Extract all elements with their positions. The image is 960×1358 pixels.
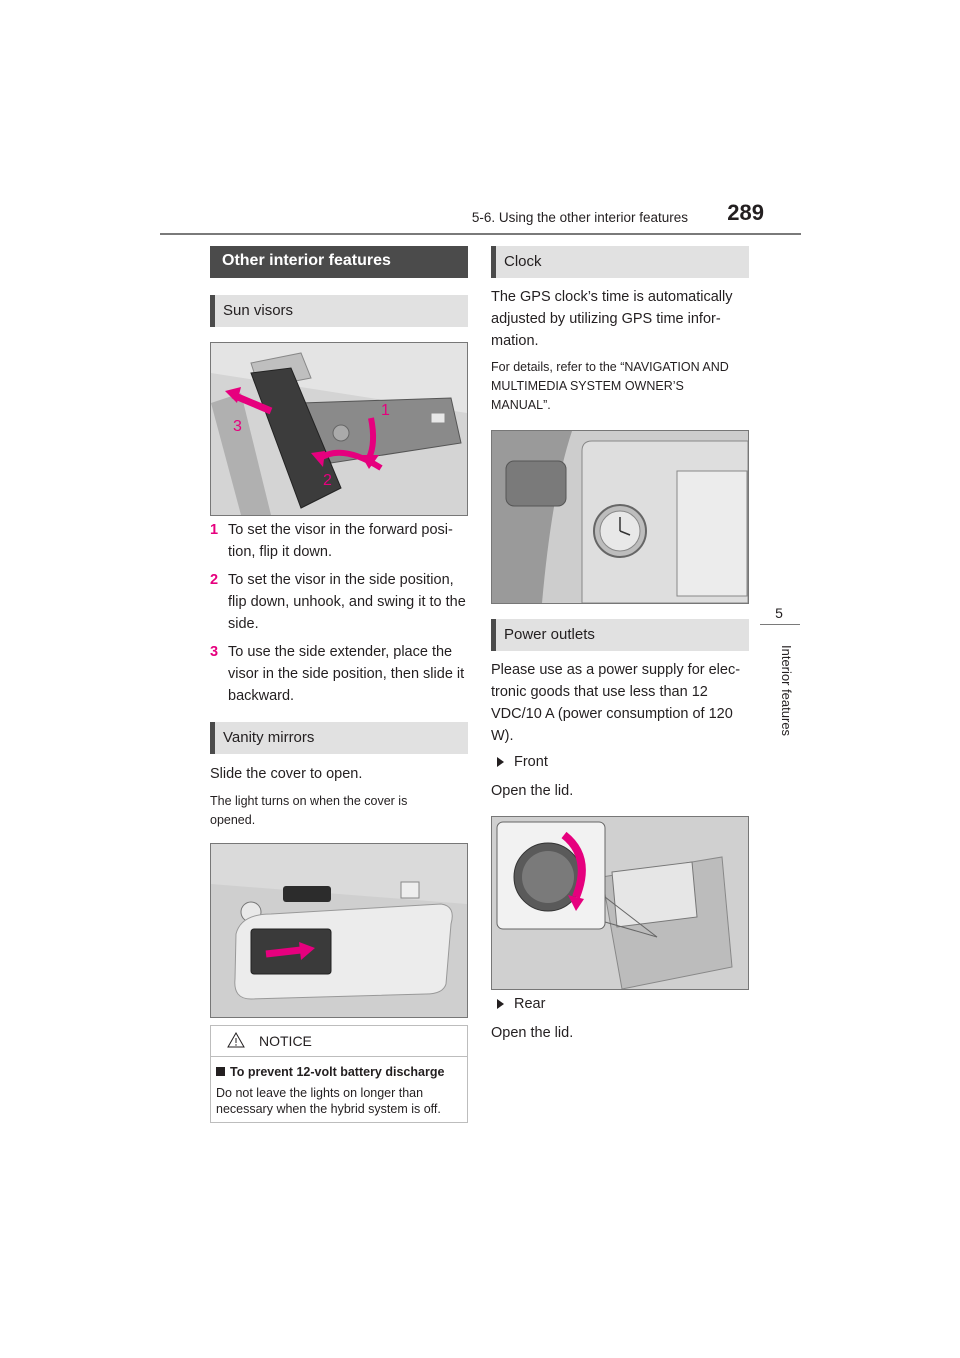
warning-icon bbox=[227, 1032, 245, 1048]
triangle-bullet-icon bbox=[497, 999, 504, 1010]
clock-heading: Clock bbox=[491, 246, 749, 278]
sun-visors-heading: Sun visors bbox=[210, 295, 468, 327]
callout-3: 3 bbox=[233, 418, 242, 435]
step-2: 2 To set the visor in the side position,… bbox=[210, 572, 466, 632]
chapter-number: 5 bbox=[775, 605, 783, 621]
power-outlets-text: Please use as a power supply for elec-tr… bbox=[491, 662, 741, 744]
page-number: 289 bbox=[727, 200, 764, 225]
notice-body: Do not leave the lights on longer than n… bbox=[216, 1086, 441, 1116]
notice-header: NOTICE bbox=[211, 1026, 467, 1057]
notice-box: NOTICE To prevent 12-volt battery discha… bbox=[210, 1025, 468, 1123]
sun-visor-illustration: 1 2 3 bbox=[210, 342, 468, 516]
rear-label: Rear bbox=[497, 996, 545, 1012]
callout-1: 1 bbox=[381, 402, 390, 419]
chapter-label: Interior features bbox=[779, 645, 794, 737]
vanity-mirrors-heading: Vanity mirrors bbox=[210, 722, 468, 754]
power-outlets-heading: Power outlets bbox=[491, 619, 749, 651]
front-label: Front bbox=[497, 754, 548, 770]
notice-subtitle: To prevent 12-volt battery discharge bbox=[211, 1057, 467, 1083]
vanity-mirror-illustration bbox=[210, 843, 468, 1018]
front-text: Open the lid. bbox=[491, 783, 574, 799]
notice-title: NOTICE bbox=[259, 1033, 312, 1049]
main-heading: Other interior features bbox=[210, 246, 468, 278]
sun-visor-steps: 1 To set the visor in the forward posi-t… bbox=[210, 519, 468, 707]
vanity-mirrors-text: Slide the cover to open. bbox=[210, 766, 363, 782]
callout-2: 2 bbox=[323, 472, 332, 489]
vanity-mirrors-note: The light turns on when the cover is ope… bbox=[210, 794, 408, 827]
header-rule bbox=[160, 233, 801, 235]
clock-illustration bbox=[491, 430, 749, 604]
rear-text: Open the lid. bbox=[491, 1025, 574, 1041]
power-outlet-illustration bbox=[491, 816, 749, 990]
side-divider bbox=[760, 624, 800, 625]
clock-text: The GPS clock’s time is automatically ad… bbox=[491, 289, 733, 349]
step-3: 3 To use the side extender, place the vi… bbox=[210, 644, 465, 704]
section-title: 5-6. Using the other interior features bbox=[471, 210, 688, 225]
step-1: 1 To set the visor in the forward posi-t… bbox=[210, 522, 453, 560]
clock-note: For details, refer to the “NAVIGATION AN… bbox=[491, 360, 729, 412]
square-bullet-icon bbox=[216, 1067, 225, 1076]
triangle-bullet-icon bbox=[497, 757, 504, 768]
